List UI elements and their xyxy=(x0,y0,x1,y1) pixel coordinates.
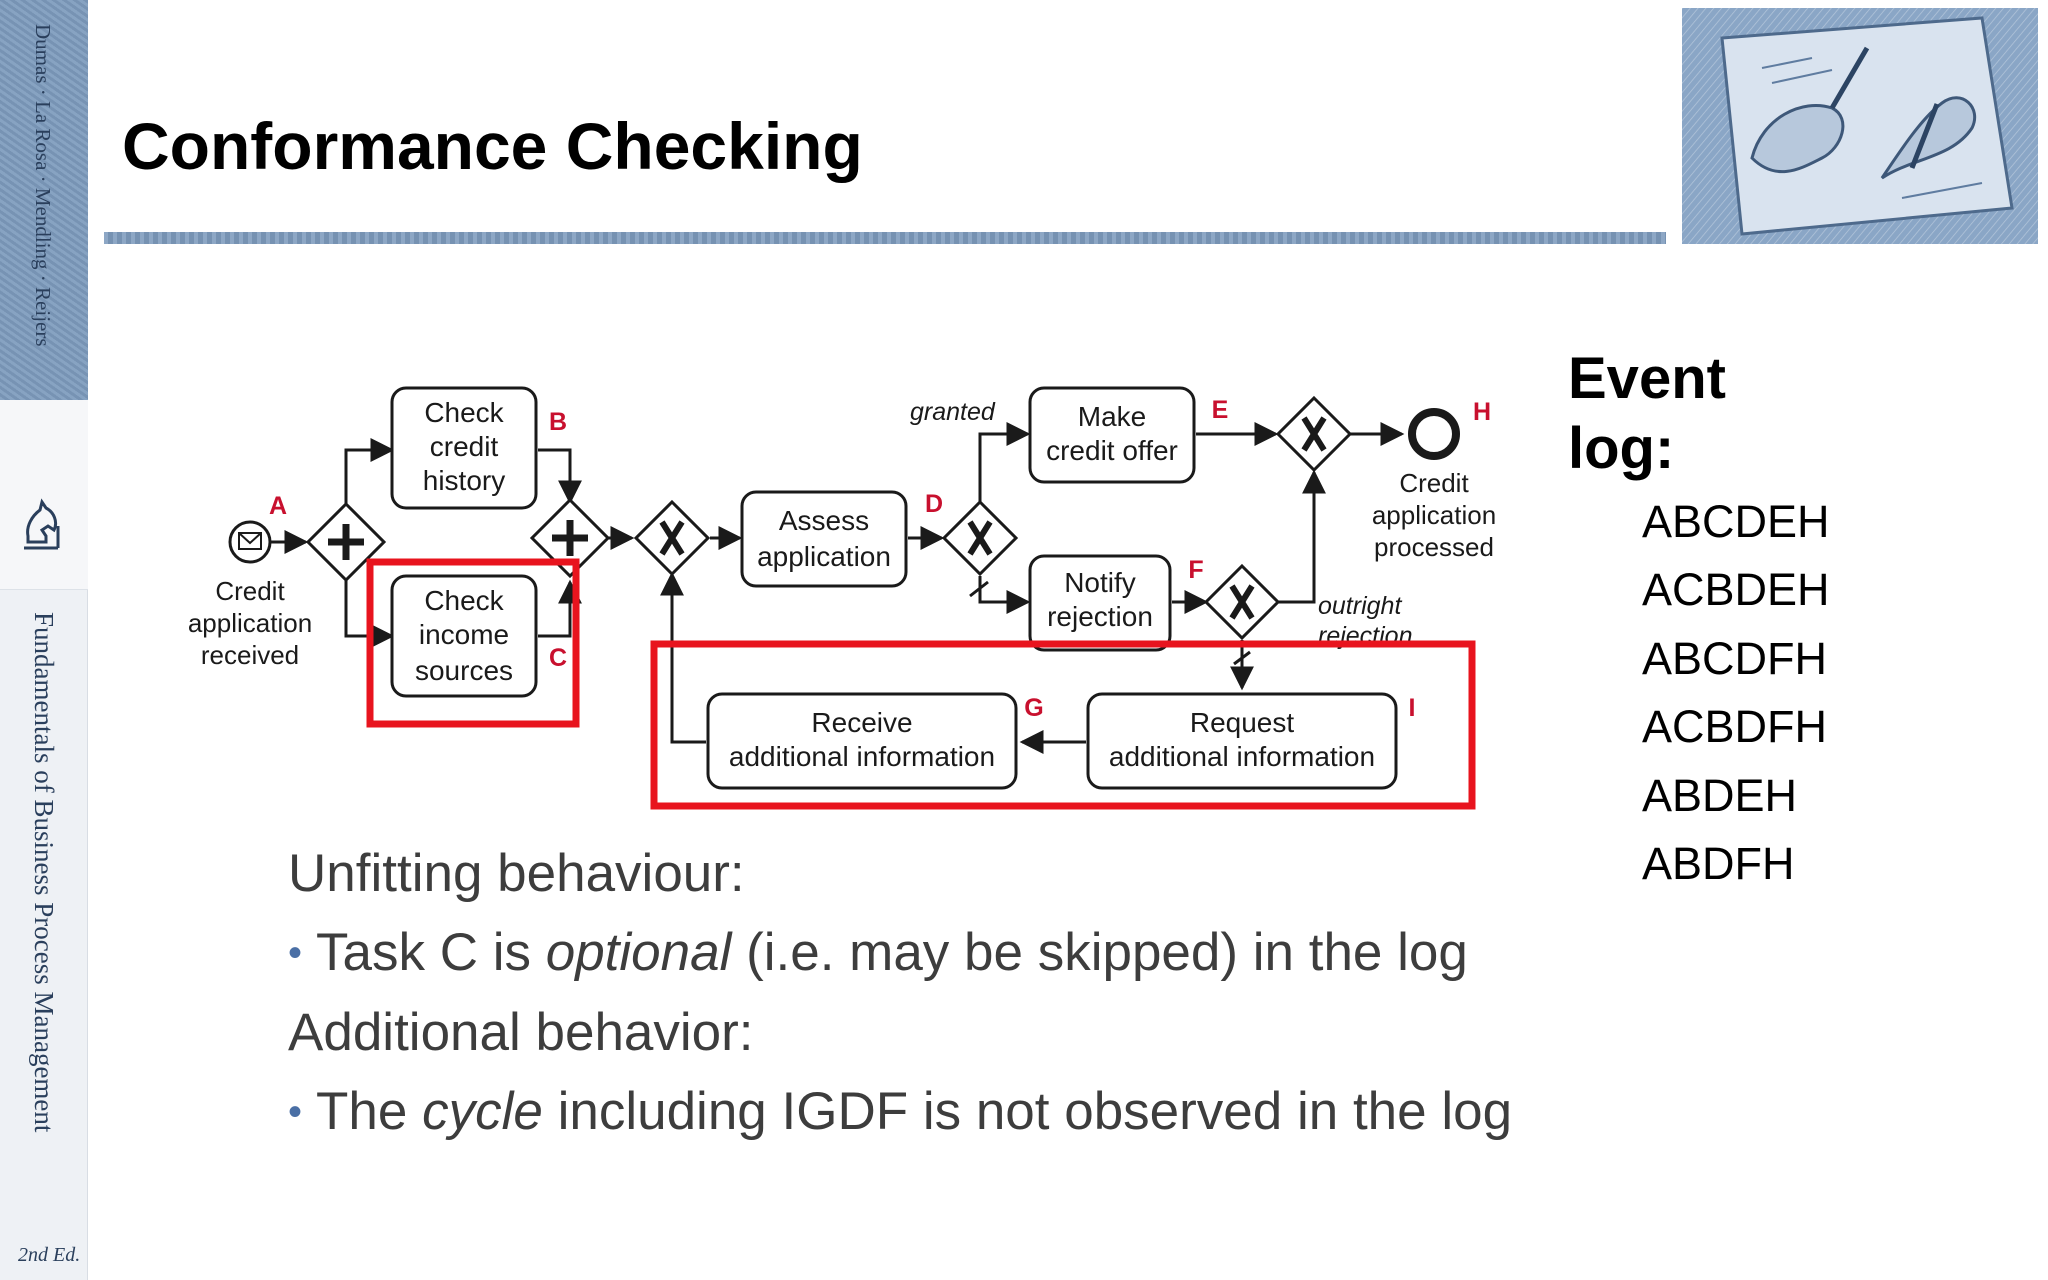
svg-text:Assess: Assess xyxy=(779,505,869,536)
task-d-letter: D xyxy=(925,490,943,518)
flow-xor-to-e xyxy=(978,422,1031,502)
end-event-label-3: processed xyxy=(1374,532,1494,562)
start-event-label-2: application xyxy=(188,608,312,638)
book-spine: Dumas · La Rosa · Mendling · Reijers Fun… xyxy=(0,0,88,1280)
svg-text:history: history xyxy=(423,465,505,496)
unfitting-bullet: •Task C is optional (i.e. may be skipped… xyxy=(288,923,1468,982)
trace: ABCDEH xyxy=(1642,496,1830,547)
svg-text:credit: credit xyxy=(430,431,499,462)
trace: ACBDFH xyxy=(1642,701,1828,753)
drawing-hands-illustration xyxy=(1682,8,2038,244)
unfitting-heading: Unfitting behaviour: xyxy=(288,844,745,903)
svg-text:additional information: additional information xyxy=(729,741,995,772)
task-e-letter: E xyxy=(1212,396,1229,424)
knight-logo-icon xyxy=(24,498,60,550)
event-log-title-line-1: Event xyxy=(1568,346,1726,411)
message-envelope-icon xyxy=(238,532,262,550)
flow-split-to-b xyxy=(344,438,395,510)
end-event: H Credit application processed xyxy=(1372,398,1496,562)
sequence-flows xyxy=(270,422,1405,754)
task-i-request-additional-information: Request additional information I xyxy=(1086,692,1416,790)
xor-final-merge-gateway xyxy=(1275,395,1353,473)
task-f-letter: F xyxy=(1188,556,1203,584)
task-f-notify-rejection: Notify rejection F xyxy=(1028,554,1204,652)
default-flow-mark-2 xyxy=(1233,650,1251,666)
slide-title: Conformance Checking xyxy=(122,109,863,183)
flow-xor-to-f xyxy=(978,576,1031,614)
highlight-box-task-c xyxy=(366,558,580,728)
task-c-check-income-sources: Check income sources C xyxy=(390,574,567,698)
end-event-label-1: Credit xyxy=(1399,468,1469,498)
trace: ABDFH xyxy=(1642,838,1795,890)
xor-merge-gateway xyxy=(633,499,711,577)
task-e-make-credit-offer: Make credit offer E xyxy=(1028,386,1229,484)
task-g-letter: G xyxy=(1024,694,1043,722)
bullet-dot-icon: • xyxy=(288,1090,303,1134)
svg-text:Make: Make xyxy=(1078,401,1146,432)
start-event-letter: A xyxy=(269,492,287,520)
task-g-receive-additional-information: Receive additional information G xyxy=(706,692,1044,790)
task-b-letter: B xyxy=(549,408,567,436)
task-d-assess-application: Assess application D xyxy=(740,490,943,588)
event-log-title-line-2: log: xyxy=(1568,416,1675,481)
spine-authors: Dumas · La Rosa · Mendling · Reijers xyxy=(31,24,55,347)
xor-decision-gateway xyxy=(941,499,1019,577)
xor-rejection-gateway xyxy=(1203,563,1281,641)
flow-c-to-join xyxy=(538,579,582,638)
title-underline-bar xyxy=(104,232,1666,244)
svg-text:Request: Request xyxy=(1190,707,1295,738)
start-event: A Credit application received xyxy=(188,492,312,670)
task-i-letter: I xyxy=(1409,694,1416,722)
trace: ABDEH xyxy=(1642,769,1798,821)
start-event-label-1: Credit xyxy=(215,576,285,606)
task-c-letter: C xyxy=(549,644,567,672)
flow-split-to-c xyxy=(344,574,395,648)
event-log-traces: ABCDEH ACBDEH ABCDFH ACBDFH ABDEH ABDFH xyxy=(1642,488,1830,898)
svg-text:Check: Check xyxy=(424,397,504,428)
condition-granted: granted xyxy=(910,398,996,426)
svg-text:credit offer: credit offer xyxy=(1046,435,1178,466)
bullet-dot-icon: • xyxy=(288,931,303,975)
default-flow-mark xyxy=(969,580,989,598)
flow-b-to-join xyxy=(538,448,582,505)
event-log-title: Event log: xyxy=(1568,344,1848,484)
additional-bullet: •The cycle including IGDF is not observe… xyxy=(288,1082,1513,1141)
svg-text:Notify: Notify xyxy=(1064,567,1136,598)
flow-xor-to-merge xyxy=(1278,469,1326,604)
spine-edition: 2nd Ed. xyxy=(18,1244,81,1266)
svg-text:rejection: rejection xyxy=(1047,601,1153,632)
svg-text:sources: sources xyxy=(415,655,513,686)
spine-header-band xyxy=(0,0,88,400)
end-event-label-2: application xyxy=(1372,500,1496,530)
svg-text:application: application xyxy=(757,541,891,572)
start-event-label-3: received xyxy=(201,640,299,670)
svg-text:additional information: additional information xyxy=(1109,741,1375,772)
task-b-check-credit-history: Check credit history B xyxy=(390,386,567,510)
end-event-letter: H xyxy=(1473,398,1491,426)
parallel-join-gateway xyxy=(529,497,611,579)
trace: ABCDFH xyxy=(1642,632,1828,684)
spine-book-title: Fundamentals of Business Process Managem… xyxy=(29,612,59,1133)
notes-block: Unfitting behaviour: •Task C is optional… xyxy=(288,834,1512,1152)
svg-text:Receive: Receive xyxy=(811,707,912,738)
flow-g-to-xor xyxy=(660,571,706,744)
additional-heading: Additional behavior: xyxy=(288,1003,754,1062)
spine-logo-band xyxy=(0,400,88,590)
svg-text:income: income xyxy=(419,619,509,650)
highlight-box-igdf-cycle xyxy=(650,640,1476,810)
parallel-split-gateway xyxy=(305,501,387,583)
condition-outright-1: outright xyxy=(1318,592,1402,620)
trace: ACBDEH xyxy=(1642,564,1830,616)
svg-text:Check: Check xyxy=(424,585,504,616)
